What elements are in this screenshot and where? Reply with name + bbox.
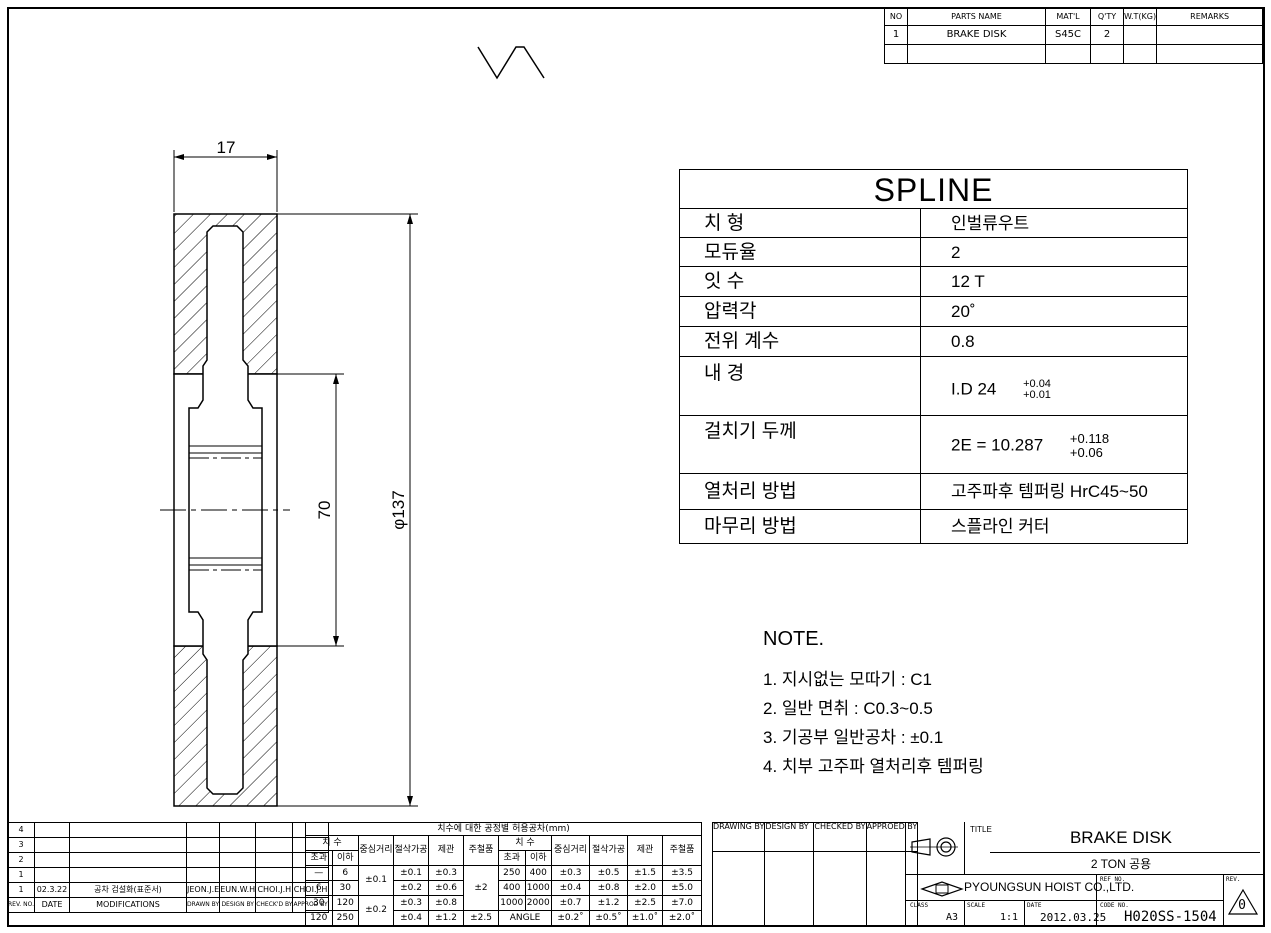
parts-cell: BRAKE DISK bbox=[907, 25, 1046, 45]
notes: NOTE. 1. 지시없는 모따기 : C1 2. 일반 면취 : C0.3~0… bbox=[763, 628, 984, 781]
rev-footer: DRAWN BY bbox=[185, 897, 221, 913]
spline-value: 0.8 bbox=[951, 332, 975, 351]
rev-footer: DATE bbox=[33, 897, 70, 913]
parts-header-material: MAT'L bbox=[1045, 7, 1091, 26]
parts-cell bbox=[1156, 25, 1264, 45]
spline-title: SPLINE bbox=[680, 170, 1187, 209]
note-title: NOTE. bbox=[763, 628, 825, 650]
date-value: 2012.03.25 bbox=[1040, 911, 1107, 924]
rev-mark: 4 bbox=[7, 822, 35, 838]
parts-list: NO PARTS NAME MAT'L Q'TY W.T(KG) REMARKS… bbox=[884, 7, 1264, 64]
rev-check: CHOI.J.H bbox=[255, 882, 294, 898]
ref-label: REF NO. bbox=[1100, 876, 1126, 883]
rev-triangle-icon bbox=[1227, 888, 1259, 915]
rev-footer: DESIGN BY bbox=[219, 897, 257, 913]
spline-value: I.D 24 bbox=[951, 379, 997, 399]
spline-label: 압력각 bbox=[680, 297, 921, 326]
parts-cell: 2 bbox=[1090, 25, 1124, 45]
spline-tolerance: +0.04+0.01 bbox=[1023, 378, 1051, 401]
note-item: 3. 기공부 일반공차 : ±0.1 bbox=[763, 728, 944, 747]
parts-header-qty: Q'TY bbox=[1090, 7, 1124, 26]
spline-row: 치 형 인벌류우트 bbox=[680, 209, 1187, 238]
spline-label: 모듀율 bbox=[680, 238, 921, 266]
rev-footer: REV. NO. bbox=[7, 897, 35, 913]
dim-outer: φ137 bbox=[389, 490, 408, 529]
surface-finish-icon bbox=[477, 46, 545, 80]
rev-drawn: JEON.J.E bbox=[185, 882, 221, 898]
class-label: CLASS bbox=[910, 902, 929, 909]
spline-row: 마무리 방법 스플라인 커터 bbox=[680, 510, 1187, 543]
title-label: TITLE bbox=[970, 825, 992, 834]
part-drawing: 17 70 φ137 bbox=[160, 46, 545, 807]
spline-table: SPLINE 치 형 인벌류우트 모듀율 2 잇 수 12 T 압력각 20˚ … bbox=[679, 169, 1188, 544]
spline-row: 전위 계수 0.8 bbox=[680, 327, 1187, 357]
code-label: CODE NO. bbox=[1100, 902, 1129, 909]
parts-header-name: PARTS NAME bbox=[907, 7, 1046, 26]
parts-cell bbox=[1122, 25, 1158, 45]
spline-row: 내 경 I.D 24 +0.04+0.01 bbox=[680, 357, 1187, 416]
scale-label: SCALE bbox=[967, 902, 986, 909]
rev-mark: 3 bbox=[7, 837, 35, 853]
spline-label: 내 경 bbox=[680, 357, 921, 415]
company-logo-icon bbox=[920, 881, 964, 897]
spline-row: 모듀율 2 bbox=[680, 238, 1187, 267]
rev-footer: MODIFICATIONS bbox=[68, 897, 187, 913]
rev-label: REV. bbox=[1226, 876, 1241, 883]
spline-tolerance: +0.118+0.06 bbox=[1069, 431, 1110, 460]
note-item: 1. 지시없는 모따기 : C1 bbox=[763, 670, 933, 689]
spline-value: 고주파후 템퍼링 HrC45~50 bbox=[951, 482, 1148, 501]
spline-label: 걸치기 두께 bbox=[680, 416, 921, 473]
drawing-frame bbox=[7, 7, 1265, 927]
spline-value: 2 bbox=[951, 243, 961, 262]
note-item: 4. 치부 고주파 열처리후 템퍼링 bbox=[763, 757, 984, 776]
rev-design: EUN.W.H bbox=[219, 882, 257, 898]
spline-value: 인벌류우트 bbox=[951, 214, 1030, 233]
spline-value: 2E = 10.287 bbox=[951, 435, 1044, 455]
spline-value: 스플라인 커터 bbox=[951, 517, 1050, 536]
spline-label: 열처리 방법 bbox=[680, 474, 921, 509]
parts-header-remarks: REMARKS bbox=[1156, 7, 1264, 26]
class-value: A3 bbox=[946, 912, 959, 923]
note-item: 2. 일반 면취 : C0.3~0.5 bbox=[763, 699, 933, 718]
parts-header-no: NO bbox=[884, 7, 908, 26]
spline-row: 열처리 방법 고주파후 템퍼링 HrC45~50 bbox=[680, 474, 1187, 510]
rev-value: 0 bbox=[1238, 898, 1246, 913]
tolerance-table: 치수에 대한 공정별 허용공차(mm) 치 수 중심거리 절삭가공 제관 주철품… bbox=[305, 822, 702, 926]
title-block: TITLE BRAKE DISK 2 TON 공용 PYOUNGSUN HOIS… bbox=[905, 822, 1264, 925]
drawing-title: BRAKE DISK bbox=[1069, 828, 1173, 847]
rev-date: 02.3.22 bbox=[33, 882, 70, 898]
spline-label: 전위 계수 bbox=[680, 327, 921, 356]
parts-header-weight: W.T(KG) bbox=[1122, 7, 1158, 26]
spline-label: 마무리 방법 bbox=[680, 510, 921, 543]
rev-modification: 공차 검설화(표준서) bbox=[68, 882, 187, 898]
rev-mark: 1 bbox=[7, 867, 35, 883]
dim-width: 17 bbox=[217, 138, 236, 157]
spline-row: 압력각 20˚ bbox=[680, 297, 1187, 327]
projection-icon bbox=[910, 837, 958, 857]
revision-block: 4 3 2 1 1 02.3.22 공차 검설화(표준서) JEON.J.E E… bbox=[7, 822, 329, 913]
parts-cell: S45C bbox=[1045, 25, 1091, 45]
spline-value: 12 T bbox=[951, 272, 985, 291]
spline-label: 잇 수 bbox=[680, 267, 921, 296]
spline-row: 잇 수 12 T bbox=[680, 267, 1187, 297]
dim-inner: 70 bbox=[315, 501, 334, 520]
company-name: PYOUNGSUN HOIST CO.,LTD. bbox=[964, 880, 1135, 894]
date-label: DATE bbox=[1027, 902, 1042, 909]
scale-value: 1:1 bbox=[1000, 912, 1019, 923]
rev-mark: 2 bbox=[7, 852, 35, 868]
rev-footer: CHECK'D BY bbox=[255, 897, 294, 913]
tolerance-title: 치수에 대한 공정별 허용공차(mm) bbox=[305, 822, 702, 836]
spline-value: 20˚ bbox=[951, 302, 976, 321]
parts-cell: 1 bbox=[884, 25, 908, 45]
code-value: H020SS-1504 bbox=[1124, 909, 1217, 925]
drawing-subtitle: 2 TON 공용 bbox=[1090, 857, 1152, 871]
spline-label: 치 형 bbox=[680, 209, 921, 237]
rev-number: 1 bbox=[7, 882, 35, 898]
spline-row: 걸치기 두께 2E = 10.287 +0.118+0.06 bbox=[680, 416, 1187, 474]
approval-block: DRAWING BY DESIGN BY CHECKED BY APPROED … bbox=[711, 822, 919, 927]
